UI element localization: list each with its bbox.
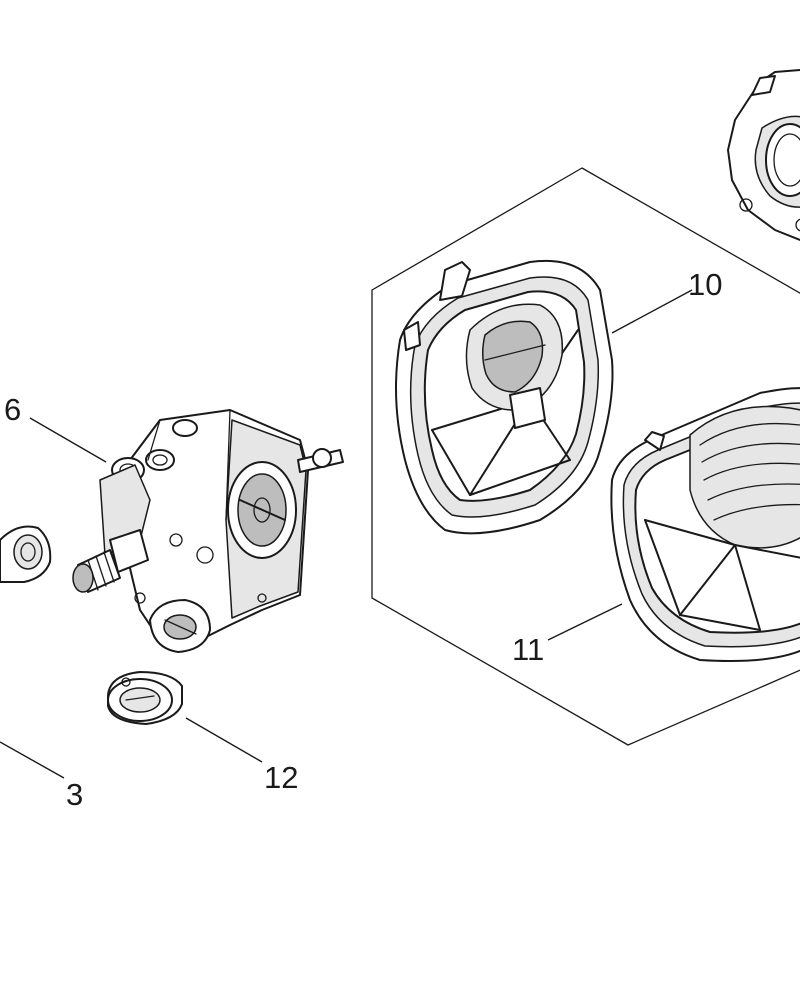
kit-outline-box (371, 167, 800, 746)
air-filter-element-part (610, 387, 800, 662)
filter-base-frame-part (395, 259, 614, 535)
callout-11: 11 (512, 632, 544, 667)
callout-10: 10 (688, 267, 722, 302)
carburetor-part (72, 409, 344, 653)
leader-6 (29, 417, 107, 463)
callout-3: 3 (66, 777, 83, 812)
leader-12 (185, 717, 263, 763)
sleeve-part (107, 671, 183, 725)
leader-11 (547, 603, 623, 641)
gasket-adapter-part (727, 69, 800, 242)
ring-part (0, 525, 52, 583)
leader-3 (0, 741, 65, 779)
callout-6: 6 (4, 392, 21, 427)
callout-12: 12 (264, 760, 298, 795)
leader-10 (611, 289, 693, 334)
